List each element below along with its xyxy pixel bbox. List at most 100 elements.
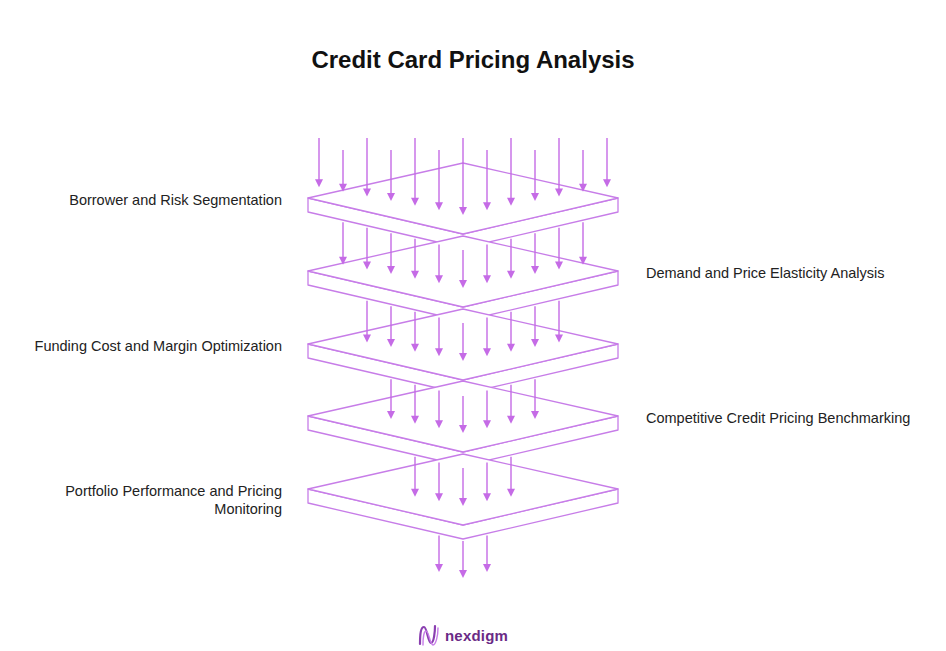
arrow-head [411, 271, 419, 279]
arrow-head [483, 493, 491, 501]
arrow-head [531, 193, 539, 201]
arrow-head [387, 339, 395, 347]
arrow-shaft [414, 239, 415, 272]
arrow-shaft [534, 233, 535, 267]
arrow-shaft [510, 457, 511, 490]
arrow-shaft [486, 462, 487, 494]
arrow-head [531, 266, 539, 274]
arrow-shaft [414, 138, 415, 199]
arrow-head [387, 193, 395, 201]
arrow-head [339, 257, 347, 265]
arrow-shaft [486, 150, 487, 203]
plate-top [308, 163, 618, 234]
arrow-shaft [438, 317, 439, 349]
plate-top [308, 454, 618, 525]
arrow-head [363, 261, 371, 269]
arrow-shaft [486, 535, 487, 565]
arrow-shaft [366, 138, 367, 189]
arrow-head [387, 411, 395, 419]
arrow-head [435, 564, 443, 572]
layer-label: Borrower and Risk Segmentation [12, 191, 282, 209]
arrow-head [339, 184, 347, 192]
arrow-head [555, 261, 563, 269]
arrow-head [483, 420, 491, 428]
arrow-head [363, 188, 371, 196]
arrow-head [435, 348, 443, 356]
diagram-title: Credit Card Pricing Analysis [0, 46, 946, 74]
arrow-shaft [414, 385, 415, 417]
arrow-shaft [558, 138, 559, 189]
arrow-head [483, 202, 491, 210]
arrow-shaft [486, 390, 487, 421]
layer-plate: Portfolio Performance and Pricing Monito… [20, 453, 930, 542]
arrow-shaft [462, 468, 463, 499]
arrow-shaft [606, 138, 607, 180]
arrow-head [507, 344, 515, 352]
arrow-shaft [366, 228, 367, 263]
arrow-shaft [390, 233, 391, 267]
arrow-shaft [582, 222, 583, 258]
plate-top [308, 236, 618, 307]
arrow-head [435, 420, 443, 428]
arrow-head [459, 280, 467, 288]
arrow-head [435, 275, 443, 283]
arrow-head [459, 207, 467, 215]
plate-top [308, 309, 618, 380]
arrow-shaft [486, 244, 487, 276]
arrow-head [531, 339, 539, 347]
arrow-shaft [510, 239, 511, 272]
arrow-shaft [438, 244, 439, 276]
brand-name: nexdigm [445, 627, 508, 644]
arrow-shaft [462, 250, 463, 281]
arrow-shaft [462, 541, 463, 571]
plate-shape [306, 453, 620, 542]
arrow-head [315, 179, 323, 187]
arrow-shaft [390, 379, 391, 412]
arrow-shaft [558, 228, 559, 263]
arrow-shaft [486, 317, 487, 349]
arrow-head [363, 334, 371, 342]
arrow-head [459, 425, 467, 433]
arrow-head [483, 348, 491, 356]
arrow-shaft [534, 306, 535, 340]
arrow-shaft [510, 385, 511, 417]
arrow-head [387, 266, 395, 274]
arrow-head [531, 411, 539, 419]
layer-label: Portfolio Performance and Pricing Monito… [50, 482, 282, 518]
arrow-head [411, 489, 419, 497]
arrow-shaft [462, 138, 463, 208]
arrow-head [411, 416, 419, 424]
arrow-shaft [438, 390, 439, 421]
arrow-head [579, 257, 587, 265]
arrow-head [507, 198, 515, 206]
arrow-head [507, 271, 515, 279]
arrow-shaft [438, 535, 439, 565]
arrow-head [507, 416, 515, 424]
arrow-shaft [414, 312, 415, 345]
arrow-shaft [534, 150, 535, 194]
arrow-shaft [366, 301, 367, 336]
layer-plate: Demand and Price Elasticity Analysis [20, 235, 930, 324]
arrow-shaft [582, 150, 583, 185]
arrow-shaft [390, 150, 391, 194]
arrow-shaft [414, 457, 415, 490]
arrow-shaft [342, 150, 343, 185]
arrow-head [459, 570, 467, 578]
arrow-shaft [318, 138, 319, 180]
arrow-head [435, 202, 443, 210]
plate-top [308, 381, 618, 452]
brand-logo: nexdigm [418, 622, 508, 648]
layer-label: Demand and Price Elasticity Analysis [646, 264, 936, 282]
arrow-head [435, 493, 443, 501]
arrow-shaft [510, 138, 511, 199]
arrow-shaft [438, 462, 439, 494]
arrow-shaft [510, 312, 511, 345]
layer-label: Funding Cost and Margin Optimization [12, 337, 282, 355]
arrow-shaft [342, 222, 343, 258]
layer-plate: Borrower and Risk Segmentation [20, 162, 930, 251]
layer-plate: Competitive Credit Pricing Benchmarking [20, 380, 930, 469]
arrow-shaft [462, 396, 463, 426]
arrow-head [555, 188, 563, 196]
arrow-shaft [438, 150, 439, 203]
